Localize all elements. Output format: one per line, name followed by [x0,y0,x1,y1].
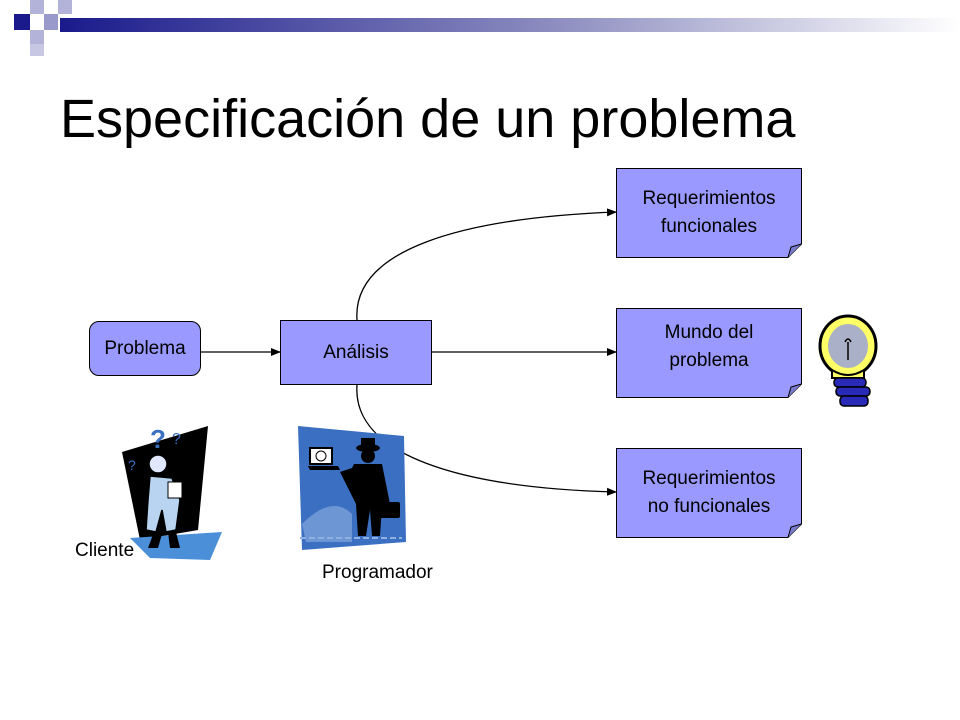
node-analisis: Análisis [280,320,432,385]
svg-text:?: ? [128,457,136,473]
node-req-funcionales-label: Requerimientos funcionales [642,188,776,237]
doc-shape [616,308,802,398]
svg-text:?: ? [172,431,181,448]
node-req-no-funcionales-label: Requerimientos no funcionales [642,468,776,517]
node-problema: Problema [89,321,201,376]
node-mundo-problema-label: Mundo del problema [664,322,754,371]
arrow-analisis-funcionales [356,208,617,321]
caption-programador: Programador [322,562,433,583]
node-req-funcionales: Requerimientos funcionales [616,168,802,258]
header-decoration [14,0,960,56]
confused-person-icon: ? ? ? [122,424,222,560]
doc-shape [616,168,802,258]
slide-title: Especificación de un problema [60,89,796,149]
caption-cliente: Cliente [75,540,135,561]
node-problema-label: Problema [104,337,186,359]
arrow-analisis-no-funcionales [356,384,617,496]
businessman-laptop-icon [298,426,406,550]
doc-shape [616,448,802,538]
node-req-no-funcionales: Requerimientos no funcionales [616,448,802,538]
svg-text:?: ? [150,424,166,454]
node-mundo-problema: Mundo del problema [616,308,802,398]
node-analisis-label: Análisis [323,341,389,363]
light-bulb-icon [818,314,878,407]
